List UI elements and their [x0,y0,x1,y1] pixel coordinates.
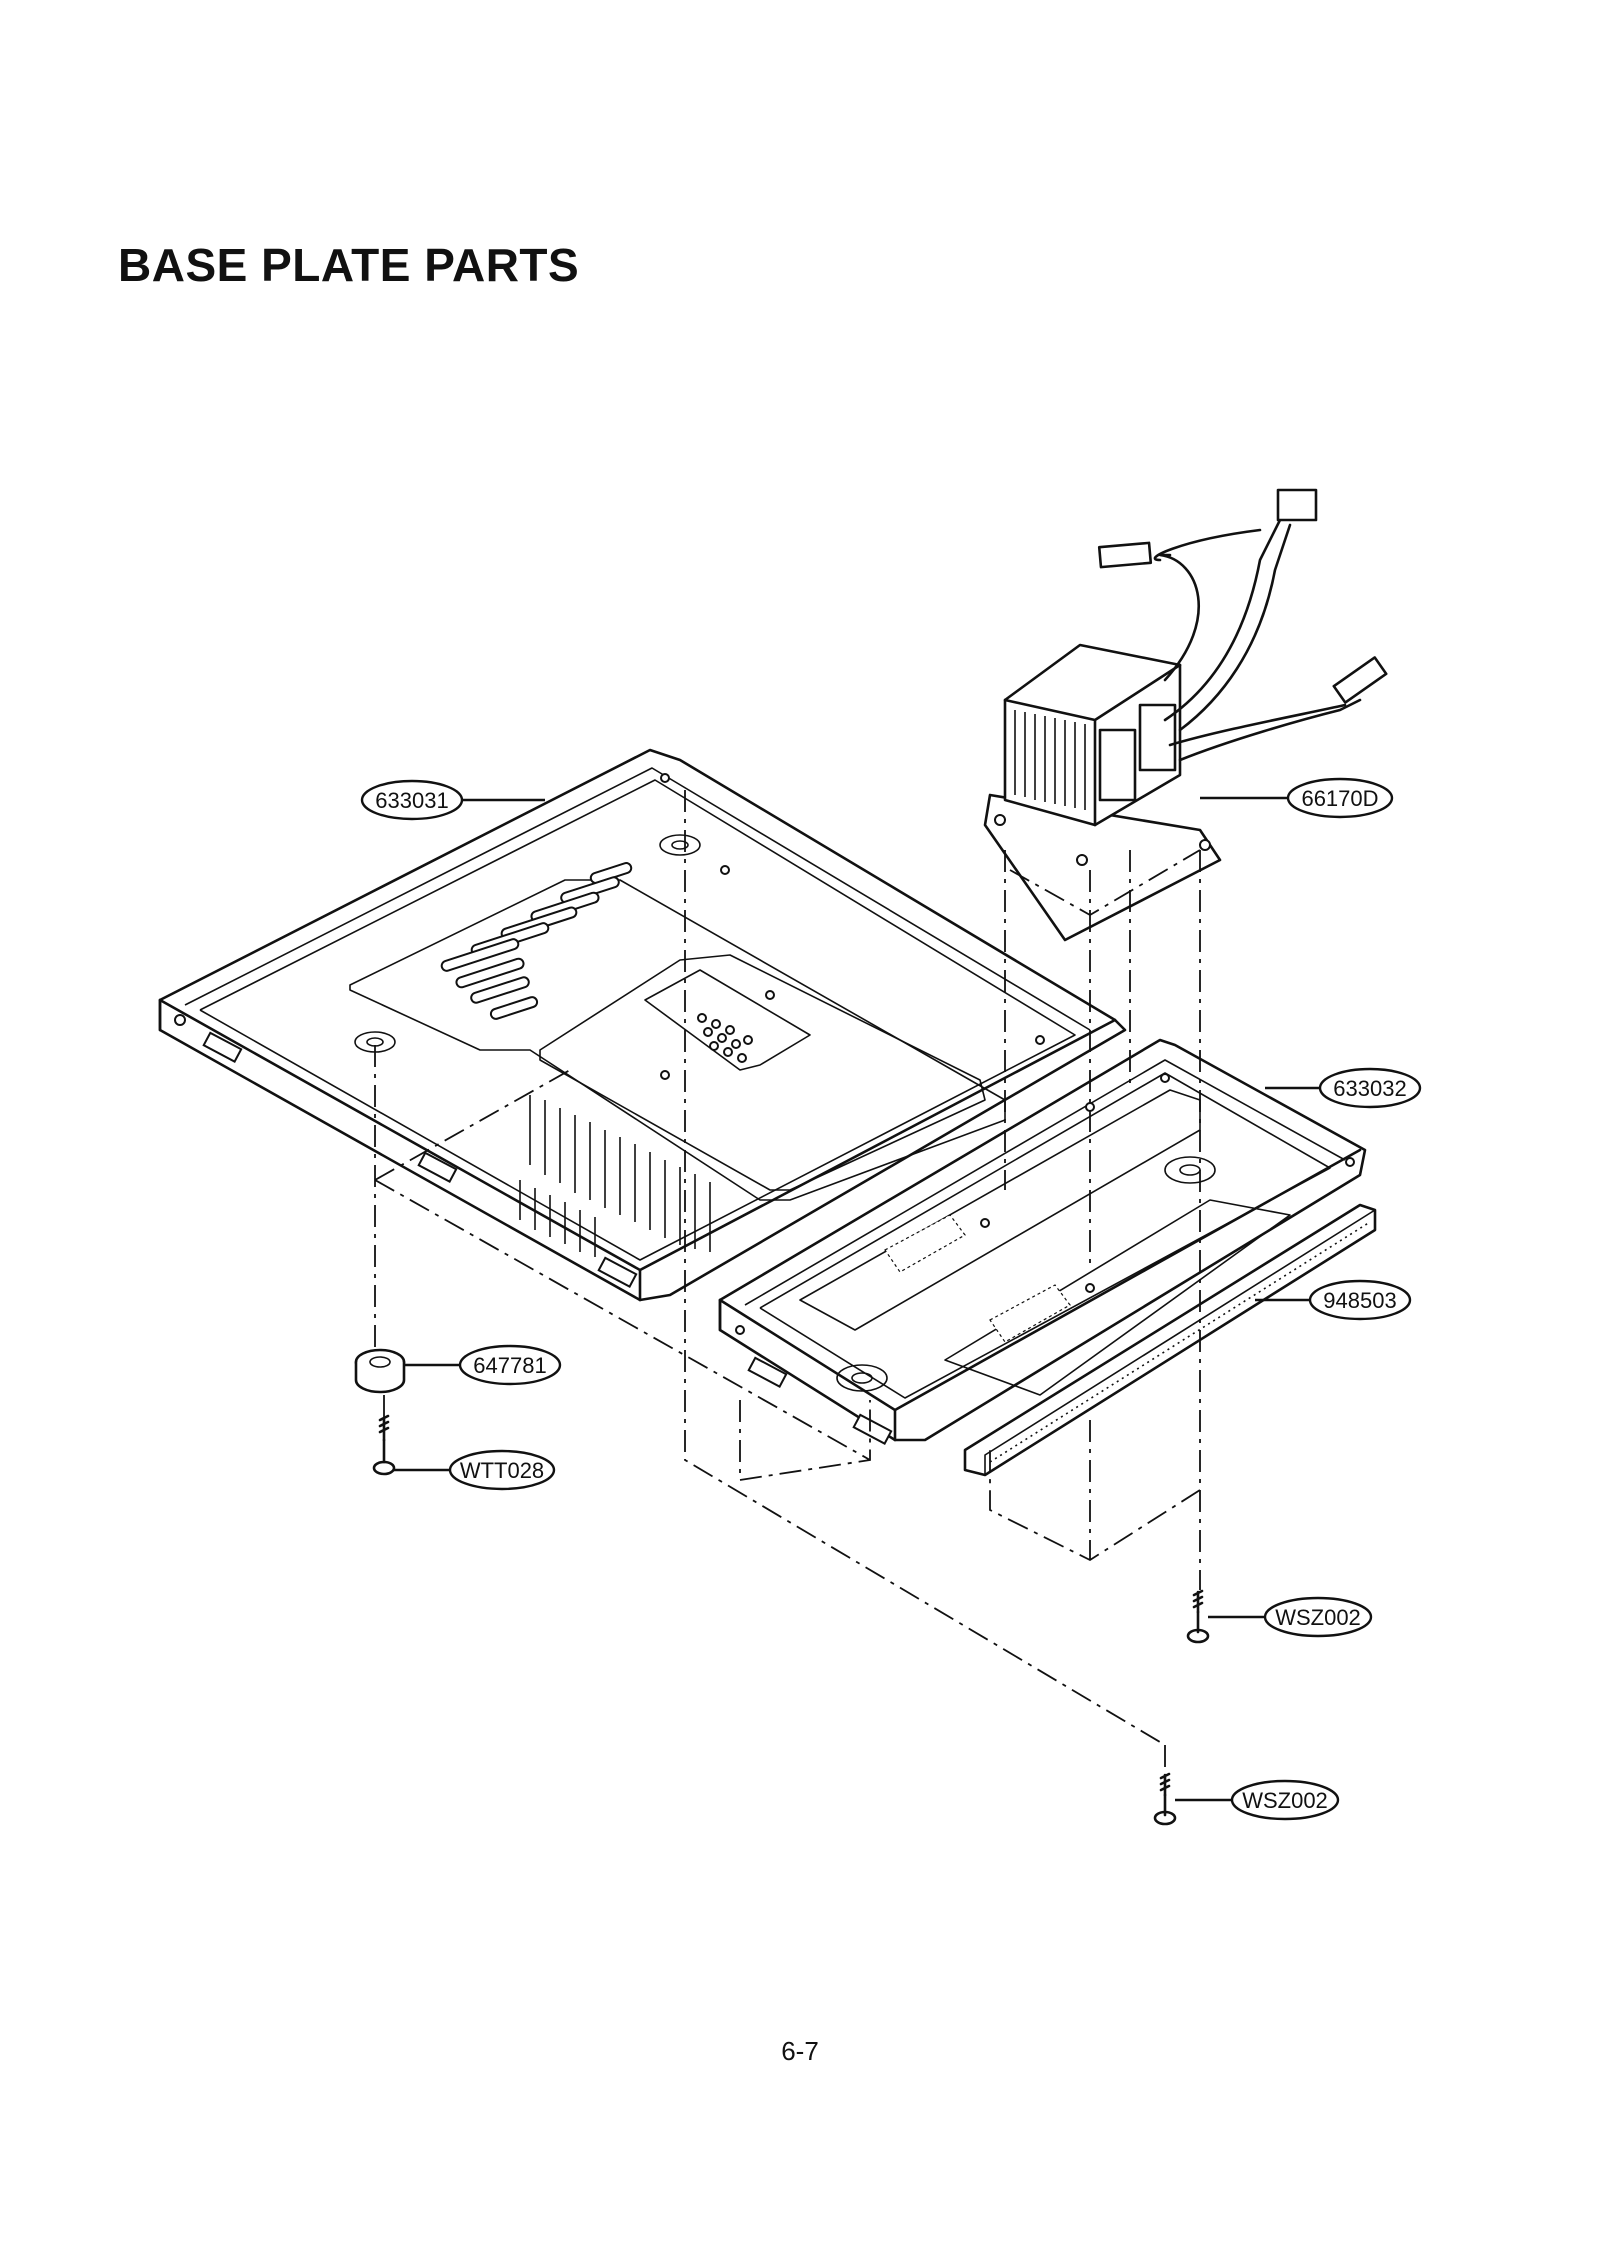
rubber-foot [354,1348,406,1394]
base-plate-small [718,1038,1367,1445]
callout-label: WSZ002 [1275,1605,1361,1630]
base-plate-large [158,748,1127,1302]
callout-633031: 633031 [360,779,464,821]
page-title: BASE PLATE PARTS [118,239,580,291]
callout-647781: 647781 [458,1344,562,1386]
callout-66170D: 66170D [1286,777,1394,819]
assembly-lines [374,790,1201,1770]
screw-wsz002-lower [1153,1772,1177,1826]
hole-pattern [697,1013,753,1063]
callout-label: 633031 [375,788,448,813]
transformer [983,488,1388,942]
callout-label: 948503 [1323,1288,1396,1313]
callout-WTT028: WTT028 [448,1449,556,1491]
callout-label: WSZ002 [1242,1788,1328,1813]
callout-633032: 633032 [1318,1067,1422,1109]
callout-label: 633032 [1333,1076,1406,1101]
seal-strip [963,1203,1377,1477]
vent-slots-upper [440,862,633,1020]
callout-label: 66170D [1301,786,1378,811]
callout-label: 647781 [473,1353,546,1378]
page-number: 6-7 [781,2036,819,2066]
callout-WSZ002-upper: WSZ002 [1263,1596,1373,1638]
screw-wsz002-upper [1186,1589,1210,1644]
vent-louvres-side [519,1095,711,1257]
callout-WSZ002-lower: WSZ002 [1230,1779,1340,1821]
callout-948503: 948503 [1308,1279,1412,1321]
callout-label: WTT028 [460,1458,544,1483]
hole-pattern-small [884,1214,1071,1343]
screw-wtt028 [372,1414,396,1476]
callout-leaders [394,796,1320,1802]
